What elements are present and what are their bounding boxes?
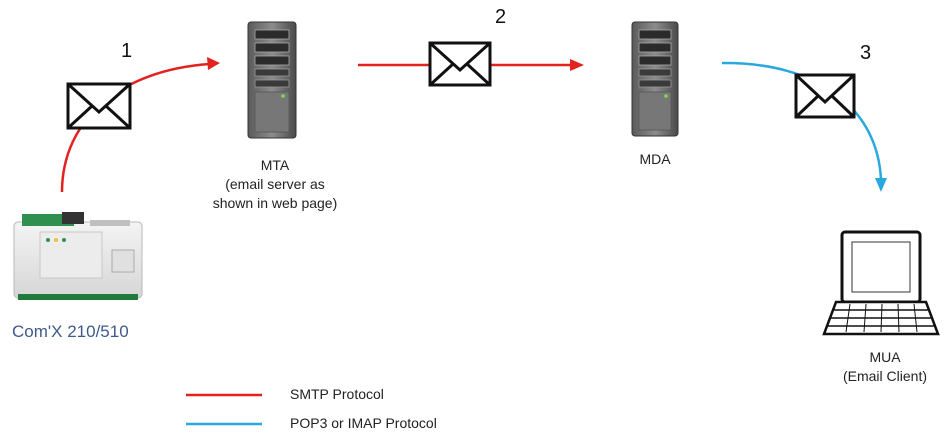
envelope-icon	[66, 82, 132, 130]
envelope-icon	[428, 41, 492, 87]
mta-subtitle-line1: (email server as	[225, 176, 325, 192]
step-number-3: 3	[860, 42, 872, 64]
mta-title: MTA	[260, 157, 290, 173]
mda-label: MDA	[639, 151, 671, 167]
legend-label-smtp: SMTP Protocol	[290, 386, 384, 402]
mta-server-icon	[247, 21, 297, 139]
mta-subtitle-line2: shown in web page)	[212, 195, 338, 211]
step-number-1: 1	[121, 40, 133, 62]
mua-computer-icon	[822, 230, 940, 336]
legend-label-pop3-imap: POP3 or IMAP Protocol	[290, 415, 437, 431]
comx-device-image	[13, 212, 143, 300]
mta-label: MTA (email server as shown in web page)	[190, 156, 360, 213]
mua-subtitle: (Email Client)	[842, 368, 927, 384]
mda-server-icon	[631, 21, 679, 137]
mua-label: MUA (Email Client)	[830, 348, 940, 386]
step-number-2: 2	[495, 6, 507, 28]
device-label: Com'X 210/510	[12, 322, 129, 341]
envelope-icon	[794, 73, 856, 119]
mua-title: MUA	[869, 349, 901, 365]
